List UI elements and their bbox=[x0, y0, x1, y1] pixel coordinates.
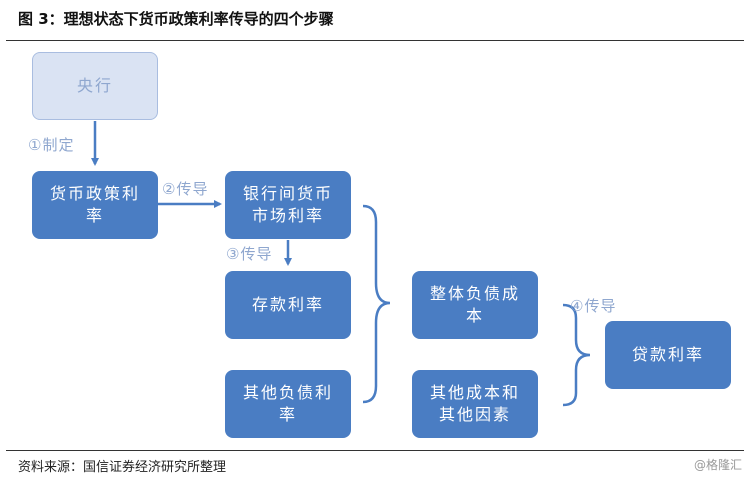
bracket-right bbox=[562, 303, 591, 407]
overall-liability-cost-node: 整体负债成本 bbox=[412, 271, 538, 339]
loan-rate-node: 贷款利率 bbox=[605, 321, 731, 389]
central-bank-node: 央行 bbox=[32, 52, 158, 120]
bottom-rule bbox=[6, 450, 744, 451]
step3-label: ③传导 bbox=[226, 245, 273, 263]
policy-rate-node: 货币政策利率 bbox=[32, 171, 158, 239]
step1-label: ①制定 bbox=[28, 136, 75, 154]
source-note: 资料来源：国信证券经济研究所整理 bbox=[18, 460, 227, 475]
bracket-left bbox=[362, 204, 391, 404]
step2-label: ②传导 bbox=[162, 180, 209, 198]
step4-label: ④传导 bbox=[570, 297, 617, 315]
other-liability-rate-node: 其他负债利率 bbox=[225, 370, 351, 438]
top-rule bbox=[6, 40, 744, 41]
deposit-rate-node: 存款利率 bbox=[225, 271, 351, 339]
interbank-rate-node: 银行间货币市场利率 bbox=[225, 171, 351, 239]
watermark: @格隆汇 bbox=[693, 458, 742, 472]
other-costs-node: 其他成本和其他因素 bbox=[412, 370, 538, 438]
figure-title: 图 3：理想状态下货币政策利率传导的四个步骤 bbox=[18, 10, 334, 28]
